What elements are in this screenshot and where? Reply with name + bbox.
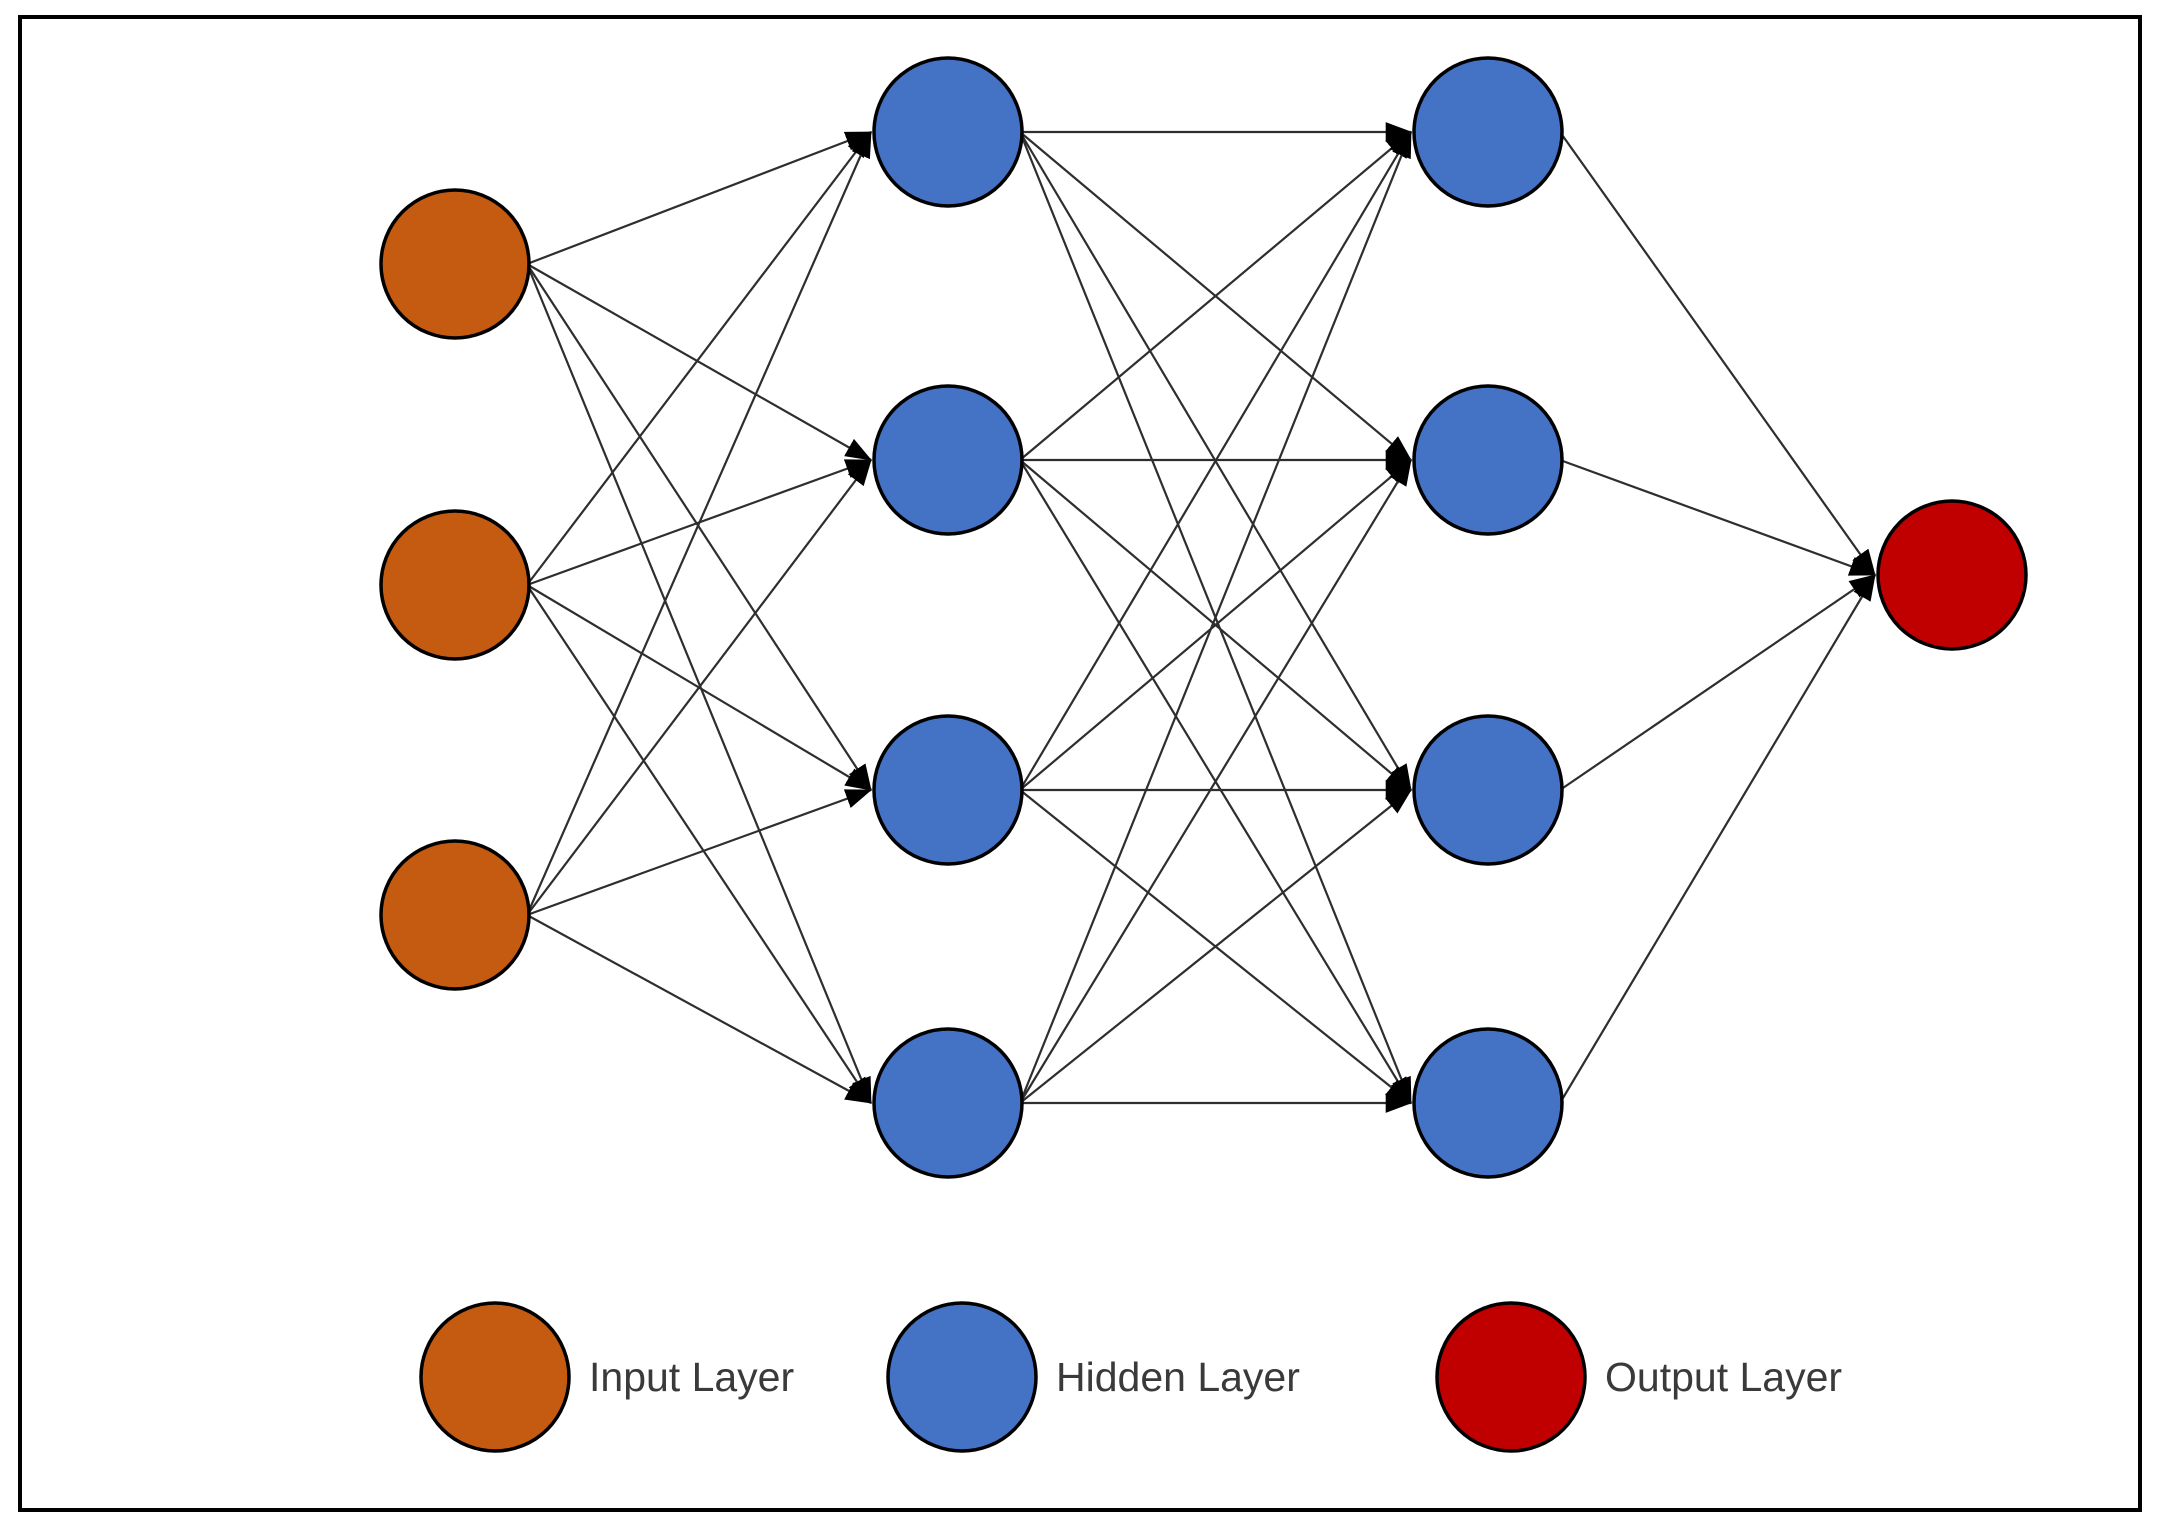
edge-input-n3-to-hidden-1-n1 <box>525 130 873 916</box>
input-node-3 <box>379 839 531 991</box>
hidden-1-node-1 <box>872 56 1024 208</box>
hidden-1-node-4 <box>872 1027 1024 1179</box>
edge-hidden-2-n4-to-output-n1 <box>1559 574 1876 1104</box>
legend-item-hidden-layer: Hidden Layer <box>886 1301 1300 1453</box>
edge-input-n1-to-hidden-1-n2 <box>526 263 872 461</box>
legend-item-input-layer: Input Layer <box>419 1301 794 1453</box>
edge-hidden-1-n2-to-hidden-2-n1 <box>1019 131 1412 461</box>
edge-hidden-1-n3-to-hidden-2-n1 <box>1019 131 1412 791</box>
edge-input-n1-to-hidden-1-n3 <box>526 263 872 791</box>
edge-hidden-2-n2-to-output-n1 <box>1559 458 1877 577</box>
legend: Input Layer Hidden Layer Output Layer <box>419 1301 1842 1453</box>
edge-input-n3-to-hidden-1-n4 <box>526 914 872 1104</box>
edge-hidden-1-n4-to-hidden-2-n3 <box>1019 789 1412 1104</box>
legend-label-input-layer: Input Layer <box>589 1354 794 1400</box>
output-node-1 <box>1876 499 2028 651</box>
nodes-group <box>379 56 2028 1179</box>
edge-hidden-2-n1-to-output-n1 <box>1559 131 1876 576</box>
legend-label-output-layer: Output Layer <box>1605 1354 1842 1400</box>
hidden-2-node-1 <box>1412 56 1564 208</box>
edge-input-n2-to-hidden-1-n4 <box>526 584 872 1104</box>
legend-label-hidden-layer: Hidden Layer <box>1056 1354 1300 1400</box>
legend-item-output-layer: Output Layer <box>1435 1301 1842 1453</box>
edge-hidden-1-n4-to-hidden-2-n1 <box>1018 130 1413 1104</box>
edge-input-n3-to-hidden-1-n2 <box>526 459 872 916</box>
edge-input-n1-to-hidden-1-n1 <box>526 130 873 266</box>
legend-swatch-output-layer <box>1435 1301 1587 1453</box>
input-node-2 <box>379 509 531 661</box>
edge-hidden-1-n4-to-hidden-2-n2 <box>1019 459 1412 1104</box>
diagram-border <box>18 15 2142 1512</box>
edge-hidden-2-n3-to-output-n1 <box>1559 574 1876 791</box>
hidden-2-node-2 <box>1412 384 1564 536</box>
legend-swatch-hidden-layer <box>886 1301 1038 1453</box>
edge-input-n3-to-hidden-1-n3 <box>526 788 873 917</box>
hidden-1-node-2 <box>872 384 1024 536</box>
edge-input-n2-to-hidden-1-n1 <box>526 131 872 586</box>
edges-group <box>525 122 1877 1113</box>
hidden-1-node-3 <box>872 714 1024 866</box>
hidden-2-node-3 <box>1412 714 1564 866</box>
hidden-2-node-4 <box>1412 1027 1564 1179</box>
input-node-1 <box>379 188 531 340</box>
edge-input-n1-to-hidden-1-n4 <box>525 263 873 1105</box>
legend-swatch-input-layer <box>419 1301 571 1453</box>
edge-hidden-1-n3-to-hidden-2-n2 <box>1019 459 1412 791</box>
